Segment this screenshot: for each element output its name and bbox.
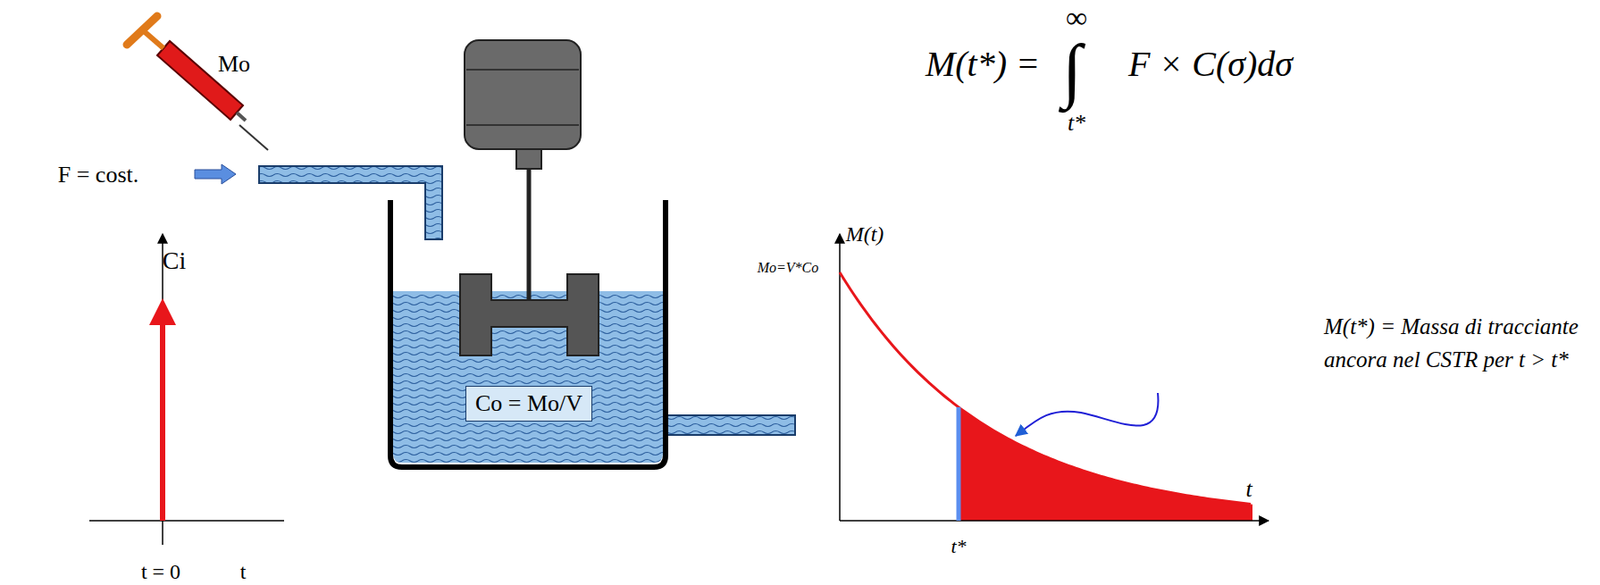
axis-label: t*	[950, 536, 966, 558]
axis-label: t	[1245, 477, 1252, 503]
syringe	[126, 16, 269, 151]
axis-label: M(t)	[846, 222, 885, 246]
inlet-pipe	[259, 166, 443, 240]
t-star-line	[956, 407, 962, 521]
decay-curve	[839, 272, 1251, 504]
mass-plot	[839, 234, 1269, 521]
leader-arrow	[1015, 393, 1158, 436]
formula: ∞	[1065, 0, 1088, 34]
pulse-plot	[89, 234, 285, 545]
formula: ∫	[1062, 30, 1082, 109]
formula: M(t*) =	[925, 44, 1040, 84]
stirrer-motor	[460, 40, 599, 356]
axis-label: t	[240, 560, 247, 584]
formula: F × C(σ)dσ	[1128, 44, 1293, 84]
outlet-pipe	[664, 415, 796, 436]
remaining-mass-area	[958, 407, 1253, 521]
annotation: M(t*) = Massa di tracciante ancora nel C…	[1323, 309, 1592, 377]
concentration-label: Co = Mo/V	[465, 385, 593, 422]
node-text: Co = Mo/V	[475, 390, 583, 417]
axis-label: Ci	[162, 247, 186, 276]
formula: t*	[1067, 110, 1086, 137]
axis-value: Mo=V*Co	[757, 259, 820, 277]
flow-label: F = cost.	[58, 162, 140, 189]
axis-label: t = 0	[141, 560, 181, 584]
syringe-label: Mo	[217, 51, 251, 78]
feed-arrow	[194, 164, 236, 185]
